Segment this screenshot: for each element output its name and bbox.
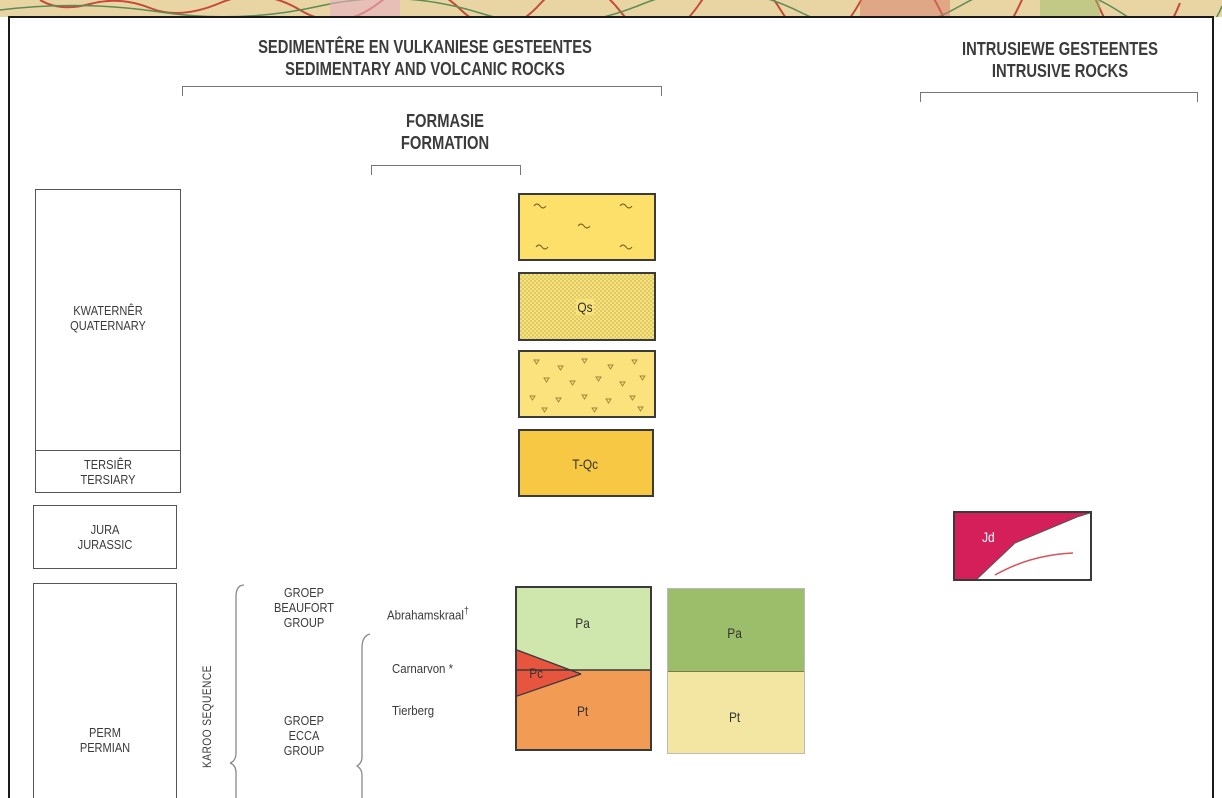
ecca-brace — [356, 633, 371, 798]
sedimentary-bracket — [182, 86, 662, 96]
karoo-brace — [230, 584, 245, 798]
group-ecca-line2: ECCA — [288, 728, 320, 743]
age-box-tertiary: TERSIÊR TERSIARY — [35, 450, 181, 493]
age-tertiary-en: TERSIARY — [80, 472, 136, 487]
intrusive-header-af: INTRUSIEWE GESTEENTES — [961, 39, 1159, 59]
age-jurassic-af: JURA — [90, 522, 120, 537]
group-beaufort-line3: GROUP — [283, 615, 325, 630]
map-edge-strip — [0, 0, 1222, 17]
scree-pattern — [520, 352, 654, 416]
age-quaternary-af: KWATERNÊR — [73, 303, 143, 318]
intrusive-header-en: INTRUSIVE ROCKS — [991, 61, 1129, 81]
legend-box-tqc: T-Qc — [518, 429, 654, 497]
sedimentary-header-af: SEDIMENTÊRE EN VULKANIESE GESTEENTES — [258, 37, 592, 57]
formation-header-en: FORMATION — [400, 133, 490, 153]
age-label-jurassic: JURA JURASSIC — [45, 522, 166, 552]
karoo-sequence-label: KAROO SEQUENCE — [200, 665, 214, 768]
symbol-pt-group: Pt — [728, 709, 741, 725]
pc-lower-contact — [517, 673, 582, 697]
formation-abrahamskraal: Abrahamskraal† — [387, 606, 469, 622]
calcrete-pattern — [520, 195, 654, 259]
dolerite-fill — [955, 513, 1090, 579]
scree-fill — [520, 352, 654, 416]
jd-magenta — [955, 513, 1090, 579]
age-box-quaternary: KWATERNÊR QUATERNARY — [35, 189, 181, 451]
intrusive-bracket — [920, 92, 1198, 102]
intrusive-header: INTRUSIEWE GESTEENTES INTRUSIVE ROCKS — [941, 38, 1179, 82]
legend-box-scree — [518, 350, 656, 418]
group-ecca-line1: GROEP — [284, 713, 324, 728]
symbol-pt: Pt — [576, 703, 589, 719]
symbol-tqc: T-Qc — [572, 456, 599, 472]
symbol-pc: Pc — [529, 665, 544, 681]
jd-dyke — [994, 552, 1074, 576]
group-beaufort-line1: GROEP — [284, 585, 324, 600]
sedimentary-header: SEDIMENTÊRE EN VULKANIESE GESTEENTES SED… — [220, 36, 630, 80]
symbol-jd: Jd — [982, 529, 995, 545]
symbol-pa: Pa — [575, 615, 590, 631]
pt-group-fill — [668, 672, 804, 753]
sedimentary-header-en: SEDIMENTARY AND VOLCANIC ROCKS — [285, 59, 565, 79]
age-permian-af: PERM — [89, 725, 121, 740]
formation-bracket — [371, 165, 521, 175]
formation-header: FORMASIE FORMATION — [359, 110, 531, 154]
age-box-permian: PERM PERMIAN — [33, 583, 177, 798]
calcrete-fill — [520, 195, 654, 259]
age-label-quaternary: KWATERNÊR QUATERNARY — [47, 303, 169, 333]
age-permian-en: PERMIAN — [79, 740, 131, 755]
age-label-permian: PERM PERMIAN — [45, 725, 166, 755]
formation-tierberg: Tierberg — [392, 703, 435, 718]
pa-group-fill — [668, 589, 804, 672]
age-quaternary-en: QUATERNARY — [70, 318, 146, 333]
symbol-pa-group: Pa — [727, 625, 742, 641]
group-beaufort-line2: BEAUFORT — [274, 600, 334, 615]
formation-abrahamskraal-text: Abrahamskraal — [387, 607, 464, 623]
group-ecca: GROEP ECCA GROUP — [262, 713, 347, 758]
age-box-jurassic: JURA JURASSIC — [33, 505, 177, 569]
formation-abrahamskraal-mark: † — [463, 606, 469, 617]
age-tertiary-af: TERSIÊR — [84, 457, 132, 472]
group-ecca-line3: GROUP — [283, 743, 325, 758]
pc-upper-contact — [517, 649, 582, 675]
legend-box-permian-formations: Pa Pc Pt — [515, 586, 652, 751]
legend-box-quaternary-calcrete — [518, 193, 656, 261]
pa-fill — [517, 588, 650, 670]
formation-header-af: FORMASIE — [406, 111, 484, 131]
jd-contact — [976, 513, 1090, 579]
permian-formations-fill — [517, 588, 650, 749]
legend-frame — [8, 16, 1214, 798]
pc-fill — [517, 650, 581, 696]
legend-box-qs: Qs — [518, 272, 656, 341]
age-jurassic-en: JURASSIC — [77, 537, 133, 552]
group-beaufort: GROEP BEAUFORT GROUP — [262, 585, 347, 630]
age-label-tertiary: TERSIÊR TERSIARY — [47, 457, 169, 487]
legend-box-jd: Jd — [953, 511, 1092, 581]
pt-fill — [517, 670, 650, 749]
formation-carnarvon: Carnarvon * — [392, 661, 454, 676]
legend-box-permian-groups: Pa Pt — [667, 588, 805, 754]
symbol-qs: Qs — [575, 299, 595, 315]
